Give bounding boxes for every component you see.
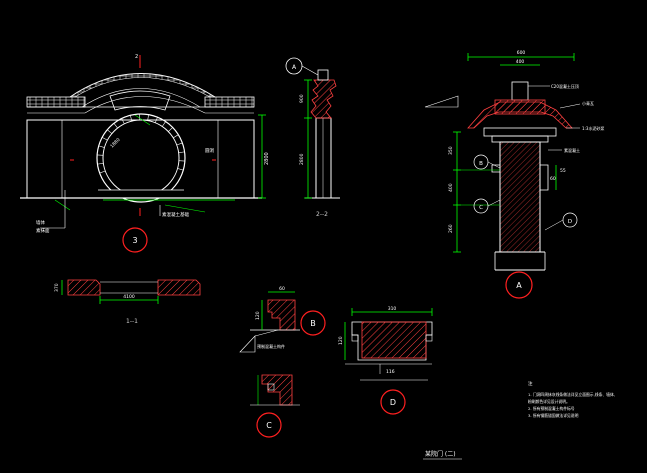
detail-a-note-tile: 小青瓦 — [582, 100, 594, 106]
notes-line-1: 1. 门洞四周抹灰线条做法详见立面图示,线条、墙体、 — [528, 392, 618, 397]
section22-dim-top: 900 — [299, 94, 305, 103]
detail-a-dim-left-3: 260 — [448, 224, 454, 233]
callout-a-small-label: A — [292, 64, 297, 71]
section11-dim-left: 370 — [54, 283, 60, 292]
callout-c-label: C — [266, 421, 272, 430]
detail-c-view: C — [250, 375, 300, 437]
section-2-2-view: 900 2800 A 2--2 — [286, 58, 340, 218]
elevation-label-arch: 圆洞 — [205, 147, 214, 154]
drawing-title: 某院门 (二) — [425, 450, 456, 458]
detail-a-dim-step-1: 60 — [550, 176, 556, 182]
section22-dim-bottom: 2800 — [299, 153, 305, 165]
gate-brick-joint — [122, 118, 125, 123]
callout-a-label: A — [516, 281, 522, 290]
callout-b-label: B — [310, 319, 316, 328]
elevation-label-wall: 墙体 — [36, 219, 45, 226]
notes-line-4: 3. 所有钢筋锚固做法详见说明 — [528, 413, 579, 418]
detail-b-view: 60 120 预制混凝土构件 B — [240, 286, 325, 352]
right-cap-band — [205, 97, 254, 107]
detail-b-note: 预制混凝土构件 — [257, 343, 285, 349]
gate-brick-joint — [99, 146, 105, 148]
detail-a-note-cap: C20混凝土压顶 — [551, 83, 579, 89]
elevation-marker-top: 2 — [135, 54, 138, 60]
callout-d-label: D — [390, 398, 396, 407]
general-notes: 注 1. 门洞四周抹灰线条做法详见立面图示,线条、墙体、 粉刷颜色详见设计说明。… — [528, 380, 618, 418]
detail-a-note-wall: 素混凝土 — [564, 147, 580, 153]
section11-label: 1--1 — [126, 318, 138, 325]
detail-a-dim-left-2: 400 — [448, 183, 454, 192]
gate-brick-joint — [114, 123, 118, 128]
detail-b-section — [268, 300, 295, 330]
elevation-dim-right: 2800 — [264, 152, 270, 165]
detail-c-section — [262, 375, 292, 405]
detail-a-dim-left-1: 350 — [448, 146, 454, 155]
svg-text:C: C — [479, 205, 483, 211]
svg-text:B: B — [479, 161, 483, 167]
gate-brick-joint — [168, 127, 172, 131]
gate-brick-joint — [178, 168, 184, 170]
section11-left-pier — [68, 280, 100, 295]
elevation-note-bottom: 素混凝土基础 — [162, 211, 189, 218]
section11-right-pier — [158, 280, 200, 295]
moon-gate-inner — [103, 120, 179, 196]
detail-d-dim-bottom: 116 — [386, 369, 395, 375]
detail-d-section — [362, 322, 426, 358]
gate-brick-joint — [177, 143, 183, 145]
gate-brick-joint — [173, 135, 178, 138]
gate-brick-joint — [102, 137, 107, 140]
detail-b-dim-side: 120 — [255, 311, 261, 320]
svg-text:D: D — [568, 219, 572, 225]
detail-a-view: 600 400 350 400 260 60 55 C20混凝土压顶 — [425, 50, 604, 298]
notes-heading: 注 — [528, 380, 533, 387]
detail-a-wall — [500, 142, 540, 252]
callout-3-label: 3 — [132, 236, 137, 245]
detail-a-dim-inner: 400 — [516, 59, 525, 65]
gate-brick-joint — [97, 163, 103, 164]
detail-d-dim-top: 310 — [388, 306, 397, 312]
section11-dim-mid: 4100 — [123, 294, 135, 300]
detail-d-view: 310 120 116 D — [338, 306, 432, 414]
gate-brick-joint — [100, 171, 106, 173]
section-1-1-view: 370 4100 1--1 — [54, 280, 200, 325]
notes-line-2: 粉刷颜色详见设计说明。 — [528, 399, 570, 404]
section22-cap — [311, 80, 336, 118]
elevation-view: 2 2800 1880 墙体 素抹面 圆洞 素混凝土基础 3 — [20, 54, 270, 252]
elevation-label-plaster: 素抹面 — [36, 227, 50, 234]
section22-wall — [316, 118, 331, 198]
gate-brick-joint — [179, 152, 185, 153]
gate-brick-joint — [107, 130, 112, 134]
section22-label: 2--2 — [316, 211, 328, 218]
gate-brick-joint — [162, 122, 165, 127]
detail-a-dim-width: 600 — [517, 50, 526, 56]
detail-b-dim-top: 60 — [279, 286, 285, 292]
detail-a-note-layer: 1:3水泥砂浆 — [582, 125, 604, 131]
left-cap-band — [27, 97, 85, 107]
detail-d-dim-side: 120 — [338, 336, 344, 345]
notes-line-3: 2. 所有预制混凝土构件标号 — [528, 406, 575, 411]
detail-a-dim-step-2: 55 — [560, 168, 566, 174]
